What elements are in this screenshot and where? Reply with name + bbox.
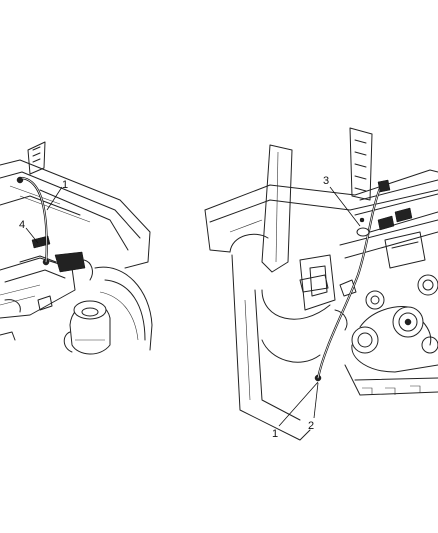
callout-label-left-4: 4 — [19, 219, 25, 231]
left-engine-bay-view — [0, 141, 153, 355]
callout-label-left-1: 1 — [62, 179, 68, 191]
callout-leader-right-1 — [278, 381, 319, 427]
callout-label-right-2: 2 — [308, 420, 314, 432]
callout-leader-right-3 — [329, 186, 361, 227]
callout-leader-left-4 — [25, 227, 39, 244]
callout-leader-right-2 — [313, 382, 319, 419]
callout-label-right-3: 3 — [323, 175, 329, 187]
callout-label-right-1: 1 — [272, 428, 278, 440]
callout-leader-left-1 — [46, 186, 63, 211]
right-engine-bay-view — [204, 127, 438, 441]
